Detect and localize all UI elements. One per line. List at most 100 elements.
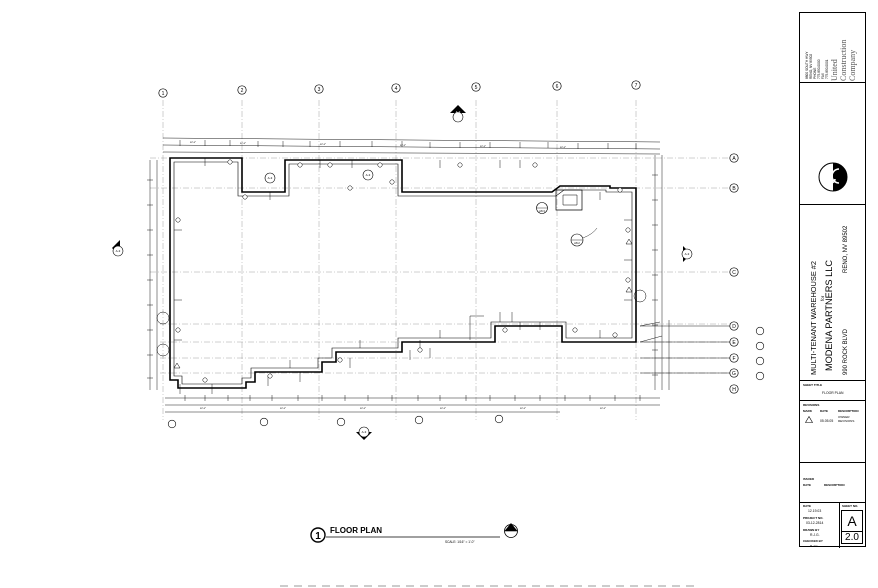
detail-callout-1: A8.3 bbox=[536, 202, 548, 214]
svg-text:3: 3 bbox=[318, 87, 321, 93]
grid-bubble-F: F bbox=[729, 353, 739, 363]
svg-text:xx'-x": xx'-x" bbox=[190, 141, 196, 144]
svg-text:2: 2 bbox=[241, 88, 244, 94]
svg-text:xx'-x": xx'-x" bbox=[560, 146, 566, 149]
svg-text:xx'-x": xx'-x" bbox=[400, 144, 406, 147]
grid-bubble-5: 5 bbox=[471, 82, 481, 92]
sheet-info: DATE 12.19.03 PROJECT NO. 03-12-2814 DRA… bbox=[800, 503, 840, 548]
svg-text:xx'-x": xx'-x" bbox=[480, 145, 486, 148]
grid-bubble-2: 2 bbox=[237, 85, 247, 95]
section-marker-inner-1: A-3 bbox=[264, 172, 276, 184]
svg-text:xx'-x": xx'-x" bbox=[360, 407, 366, 410]
grid-bubble-G: G bbox=[729, 368, 739, 378]
svg-text:7: 7 bbox=[635, 83, 638, 89]
north-arrow-icon bbox=[504, 523, 518, 538]
grid-bubble-E: E bbox=[729, 337, 739, 347]
dimension-lines bbox=[147, 137, 730, 413]
svg-text:A-3: A-3 bbox=[685, 252, 690, 256]
grid-row-bubbles: A B C D E F G H bbox=[729, 153, 739, 394]
sheet-number-box: A 2.0 bbox=[841, 510, 863, 544]
project-info: MULTI-TENANT WAREHOUSE #2 for MODENA PAR… bbox=[800, 205, 865, 381]
grid-bubble-C: C bbox=[729, 267, 739, 277]
wall-tag-markers bbox=[175, 159, 631, 383]
section-marker-bottom: A-3 bbox=[356, 426, 372, 440]
svg-text:A-3: A-3 bbox=[456, 110, 461, 114]
section-marker-inner-2: A-3 bbox=[362, 169, 374, 181]
drawing-scale-text: SCALE: 1/16" = 1'-0" bbox=[445, 540, 475, 544]
svg-text:xx'-x": xx'-x" bbox=[600, 407, 606, 410]
drawing-number-bubble bbox=[310, 527, 326, 543]
revisions-section: REVISIONS MARK DATE DESCRIPTION 05.05.05… bbox=[800, 401, 865, 463]
svg-text:xx'-x": xx'-x" bbox=[200, 407, 206, 410]
grid-column-bubbles: 1 2 3 4 5 6 7 bbox=[158, 80, 641, 98]
section-marker-top: A-3 bbox=[450, 105, 466, 123]
site-address: 990 ROCK BLVD bbox=[843, 329, 849, 375]
drawing-title: 1 FLOOR PLAN SCALE: 1/16" = 1'-0" bbox=[310, 523, 518, 544]
svg-text:A: A bbox=[732, 156, 736, 162]
svg-text:B: B bbox=[732, 186, 736, 192]
contractor-address: 8800 SOUTH HWY RENO, NV 89502 PHONE 775.… bbox=[800, 13, 865, 83]
svg-text:C: C bbox=[732, 270, 736, 276]
revision-date: 05.05.05 bbox=[820, 419, 834, 423]
logo-section bbox=[800, 83, 865, 205]
svg-text:H: H bbox=[732, 387, 736, 393]
svg-text:4: 4 bbox=[395, 86, 398, 92]
detail-circle-left-1 bbox=[156, 311, 170, 325]
grid-bottom-bubbles bbox=[167, 414, 504, 429]
sheet-title-section: SHEET TITLE FLOOR PLAN bbox=[800, 381, 865, 401]
sheet-no-label: SHEET NO. bbox=[842, 504, 859, 508]
title-block: 8800 SOUTH HWY RENO, NV 89502 PHONE 775.… bbox=[799, 12, 866, 548]
grid-bubble-3: 3 bbox=[314, 84, 324, 94]
detail-circle-right bbox=[633, 289, 647, 303]
svg-text:A-3: A-3 bbox=[268, 176, 273, 180]
client-name: MODENA PARTNERS LLC bbox=[824, 260, 834, 371]
grid-secondary-bubbles bbox=[755, 326, 765, 381]
revision-description: OWNER REVISIONS bbox=[838, 415, 855, 423]
svg-text:xx'-x": xx'-x" bbox=[280, 407, 286, 410]
sheet-date: 12.19.03 bbox=[808, 509, 822, 513]
detail-callout-2: A8.2 bbox=[570, 227, 598, 247]
drawing-title-text: FLOOR PLAN bbox=[330, 526, 382, 535]
sheet-title: FLOOR PLAN bbox=[822, 391, 844, 395]
svg-text:xx'-x": xx'-x" bbox=[320, 143, 326, 146]
svg-text:xx'-x": xx'-x" bbox=[520, 407, 526, 410]
keynote-triangles bbox=[173, 238, 633, 369]
grid-bubble-6: 6 bbox=[552, 81, 562, 91]
grid-lines bbox=[150, 100, 730, 420]
address-col-1: 8800 SOUTH HWY RENO, NV 89502 PHONE 775.… bbox=[805, 52, 829, 79]
grid-bubble-B: B bbox=[729, 183, 739, 193]
checked-by: R.J.G. bbox=[810, 544, 819, 548]
svg-text:1: 1 bbox=[162, 91, 165, 97]
address-line: 775.850.0001 bbox=[825, 59, 829, 80]
section-marker-left: A-3 bbox=[112, 240, 124, 257]
sheet-number: 2.0 bbox=[842, 531, 862, 543]
building-walls bbox=[169, 157, 637, 389]
svg-text:A-3: A-3 bbox=[366, 173, 371, 177]
detail-callouts: A8.3 A8.2 bbox=[156, 202, 647, 357]
sheet-letter: A bbox=[847, 513, 857, 529]
grid-bubble-7: 7 bbox=[631, 80, 641, 90]
svg-text:6: 6 bbox=[556, 84, 559, 90]
svg-text:D: D bbox=[732, 324, 736, 330]
project-number: 03-12-2814 bbox=[806, 521, 824, 525]
company-name: United Construction Company bbox=[830, 39, 857, 81]
svg-text:1: 1 bbox=[315, 531, 321, 542]
grid-bubble-D: D bbox=[729, 321, 739, 331]
grid-bubble-4: 4 bbox=[391, 83, 401, 93]
grid-bubble-1: 1 bbox=[158, 88, 168, 98]
svg-text:A8.2: A8.2 bbox=[574, 241, 580, 245]
section-markers: A-3 A-3 A-3 A-3 A-3 A-3 bbox=[112, 105, 693, 440]
svg-text:F: F bbox=[732, 356, 735, 362]
site-city: RENO, NV 89502 bbox=[843, 225, 849, 273]
svg-text:A-3: A-3 bbox=[116, 249, 121, 253]
detail-circle-left-2 bbox=[156, 343, 170, 357]
section-marker-right: A-3 bbox=[681, 246, 693, 262]
ucc-logo-icon bbox=[818, 162, 848, 192]
svg-text:A-3: A-3 bbox=[362, 430, 367, 434]
issued-section: ISSUED DATE DESCRIPTION bbox=[800, 463, 865, 503]
grid-bubble-H: H bbox=[729, 384, 739, 394]
drawn-by: R.J.G. bbox=[810, 533, 820, 537]
svg-text:E: E bbox=[732, 340, 736, 346]
svg-text:xx'-x": xx'-x" bbox=[240, 142, 246, 145]
